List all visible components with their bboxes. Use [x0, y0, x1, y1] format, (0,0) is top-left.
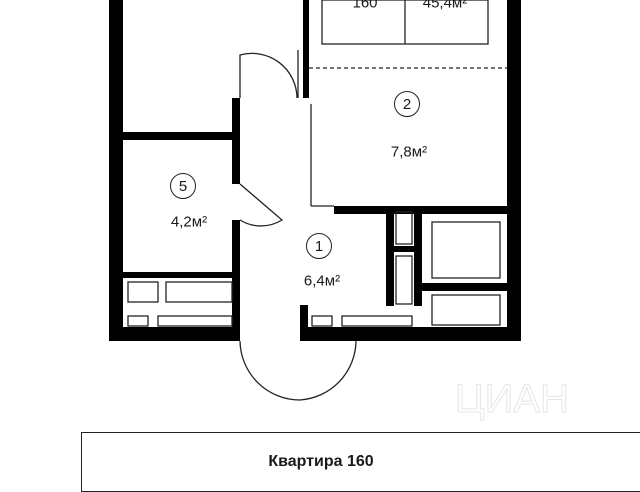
wall-storage-right — [414, 206, 422, 306]
closet-3 — [127, 315, 149, 327]
closet-1 — [127, 281, 159, 303]
caption-box: Квартира 160 — [81, 432, 640, 492]
room-number-1: 1 — [306, 233, 332, 259]
wall-room-5-top — [123, 132, 240, 140]
walls — [109, 0, 521, 341]
floor-plan: ЦИАН 160 45,4м² 2 7,8м² 5 4,2м² 1 6,4м² … — [81, 0, 640, 492]
fixtures — [127, 0, 507, 401]
wall-room-5-right-upper — [232, 98, 240, 184]
floor-plan-drawing: ЦИАН — [109, 0, 569, 422]
wall-room-5-bottom — [123, 272, 240, 278]
closet-6 — [341, 315, 413, 327]
wall-storage-left — [386, 206, 394, 306]
room-number-2: 2 — [394, 91, 420, 117]
room-number-5: 5 — [170, 173, 196, 199]
bath-fixture-2 — [431, 294, 501, 326]
outer-wall-bottom-right — [300, 327, 521, 341]
room-area-1: 6,4м² — [303, 272, 341, 290]
wall-entry-right — [300, 305, 308, 341]
outer-wall-bottom-left — [109, 327, 240, 341]
closet-4 — [157, 315, 233, 327]
outer-wall-right — [507, 0, 521, 341]
room-area-2: 7,8м² — [390, 143, 428, 161]
watermark-text: ЦИАН — [455, 377, 569, 421]
apartment-caption: Квартира 160 — [268, 453, 374, 470]
entry-door-swing — [239, 340, 357, 401]
wall-entry-left — [232, 300, 240, 341]
closet-2 — [165, 281, 233, 303]
room-area-5: 4,2м² — [170, 213, 208, 231]
door-swing-room-5 — [239, 183, 284, 227]
storage-upper — [395, 211, 413, 245]
wall-room-2-bottom — [334, 206, 514, 214]
bath-fixture-1 — [431, 221, 501, 279]
wall-storage-mid — [386, 246, 422, 252]
closet-5 — [311, 315, 333, 327]
wall-room-2-left-upper — [303, 0, 309, 98]
door-swing-room-3 — [239, 52, 298, 99]
top-cell-left: 160 — [352, 0, 378, 12]
wall-bath-mid — [422, 283, 514, 291]
outer-wall-left — [109, 0, 123, 340]
top-cell-right: 45,4м² — [422, 0, 468, 12]
wall-room-5-right-lower — [232, 220, 240, 300]
storage-lower — [395, 255, 413, 305]
